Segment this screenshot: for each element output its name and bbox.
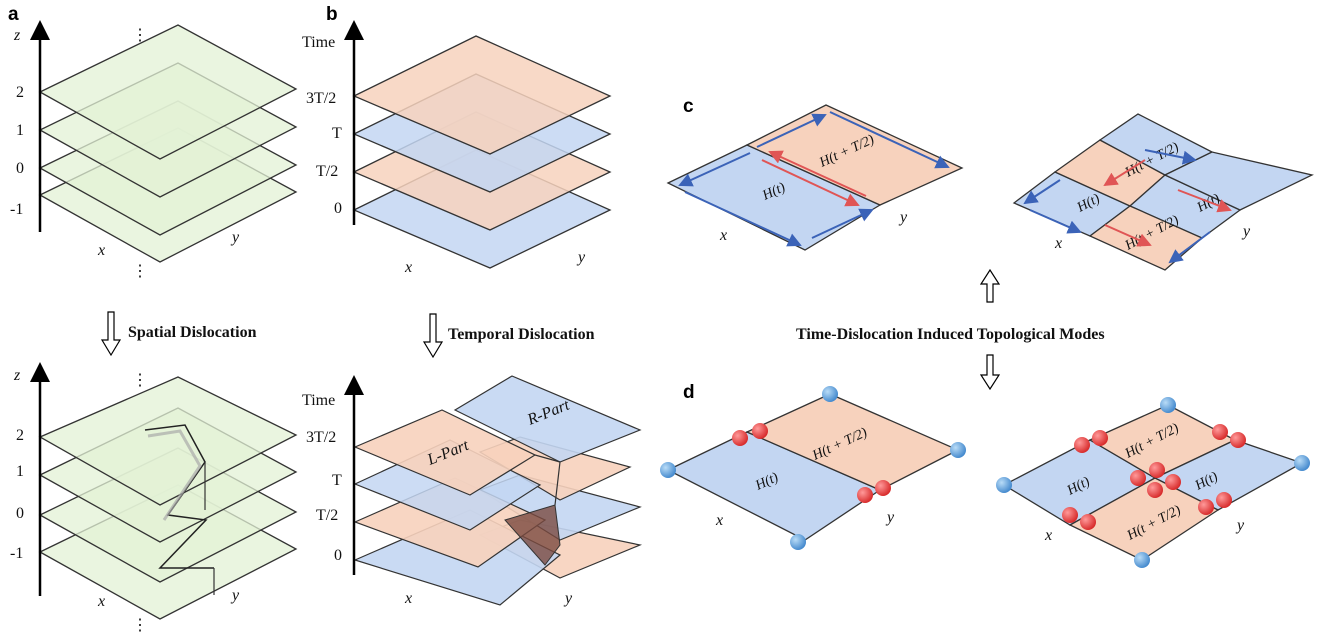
edge-mode-red bbox=[1212, 424, 1228, 440]
temporal-dislocation-arrow: Temporal Dislocation bbox=[422, 313, 595, 359]
level-1-bottom: 1 bbox=[16, 463, 24, 480]
z-axis-label: z bbox=[13, 27, 21, 44]
level-minus-1: -1 bbox=[10, 201, 23, 218]
x-axis-label-bottom: x bbox=[97, 593, 105, 610]
time-T-bottom: T bbox=[332, 472, 342, 489]
panel-c-left: H(t) H(t + T/2) x y bbox=[666, 104, 964, 251]
ellipsis-bottom: ⋮ bbox=[132, 263, 148, 280]
y-label-c-left: y bbox=[898, 209, 908, 226]
edge-mode-red bbox=[732, 430, 748, 446]
y-label-c-right: y bbox=[1241, 223, 1251, 240]
panel-label-d: d bbox=[683, 382, 695, 403]
edge-mode-red bbox=[1074, 437, 1090, 453]
time-axis-label-bottom: Time bbox=[302, 392, 335, 409]
time-T: T bbox=[332, 125, 342, 142]
level-1: 1 bbox=[16, 122, 24, 139]
y-axis-label-b: y bbox=[576, 249, 586, 266]
edge-mode-red bbox=[1092, 430, 1108, 446]
corner-mode-blue bbox=[950, 442, 966, 458]
edge-mode-red bbox=[1198, 499, 1214, 515]
time-0: 0 bbox=[334, 200, 342, 217]
ellipsis-top: ⋮ bbox=[132, 27, 148, 44]
level-minus-1-bottom: -1 bbox=[10, 545, 23, 562]
corner-mode-blue bbox=[660, 462, 676, 478]
x-label-d-left: x bbox=[715, 512, 723, 529]
edge-mode-red bbox=[1062, 507, 1078, 523]
edge-mode-red bbox=[1080, 514, 1096, 530]
x-label-c-left: x bbox=[719, 227, 727, 244]
panel-label-b: b bbox=[326, 4, 338, 25]
y-label-d-right: y bbox=[1235, 517, 1245, 534]
level-2-bottom: 2 bbox=[16, 427, 24, 444]
level-0-bottom: 0 bbox=[16, 505, 24, 522]
y-axis-label-bottom: y bbox=[230, 587, 240, 604]
center-label: Time-Dislocation Induced Topological Mod… bbox=[796, 326, 1105, 343]
time-3T2-bottom: 3T/2 bbox=[306, 429, 336, 446]
time-T2-bottom: T/2 bbox=[316, 507, 338, 524]
corner-mode-blue bbox=[996, 477, 1012, 493]
edge-mode-red bbox=[752, 423, 768, 439]
ellipsis-top-bottom: ⋮ bbox=[132, 372, 148, 389]
y-axis-label-b-bottom: y bbox=[563, 590, 573, 607]
x-axis-label-b: x bbox=[404, 259, 412, 276]
time-axis-label: Time bbox=[302, 34, 335, 51]
level-0: 0 bbox=[16, 160, 24, 177]
corner-mode-blue bbox=[1160, 397, 1176, 413]
y-axis-label: y bbox=[230, 229, 240, 246]
panel-b-top: Time 3T/2 T T/2 0 x y bbox=[302, 20, 612, 276]
x-axis-label: x bbox=[97, 242, 105, 259]
center-label-group: Time-Dislocation Induced Topological Mod… bbox=[796, 268, 1105, 391]
panel-label-c: c bbox=[683, 96, 694, 117]
panel-d-left: H(t) H(t + T/2) x y bbox=[660, 386, 966, 550]
edge-mode-red bbox=[1130, 470, 1146, 486]
edge-mode-red bbox=[1230, 432, 1246, 448]
time-3T2: 3T/2 bbox=[306, 90, 336, 107]
edge-mode-red bbox=[1147, 482, 1163, 498]
x-label-d-right: x bbox=[1044, 527, 1052, 544]
panel-a-top: z 2 1 0 -1 x y ⋮ ⋮ bbox=[10, 20, 298, 280]
edge-mode-red bbox=[857, 487, 873, 503]
ellipsis-bottom-bottom: ⋮ bbox=[132, 617, 148, 634]
edge-mode-red bbox=[875, 480, 891, 496]
panel-label-a: a bbox=[8, 4, 19, 25]
edge-mode-red bbox=[1216, 492, 1232, 508]
x-axis-label-b-bottom: x bbox=[404, 590, 412, 607]
corner-mode-blue bbox=[1134, 552, 1150, 568]
corner-mode-blue bbox=[1294, 455, 1310, 471]
edge-mode-red bbox=[1165, 474, 1181, 490]
panel-a-bottom: z 2 1 0 -1 x y ⋮ ⋮ bbox=[10, 362, 298, 634]
spatial-dislocation-arrow: Spatial Dislocation bbox=[100, 311, 257, 357]
y-label-d-left: y bbox=[885, 509, 895, 526]
corner-mode-blue bbox=[790, 534, 806, 550]
time-0-bottom: 0 bbox=[334, 547, 342, 564]
panel-c-right: H(t) H(t + T/2) H(t) H(t + T/2) x y bbox=[1012, 113, 1314, 271]
temporal-dislocation-label: Temporal Dislocation bbox=[448, 326, 595, 343]
panel-d-right: H(t) H(t + T/2) H(t) H(t + T/2) x y bbox=[996, 397, 1310, 568]
time-T2: T/2 bbox=[316, 163, 338, 180]
panel-b-bottom: Time 3T/2 T T/2 0 L-Part R-Part x y bbox=[302, 375, 643, 607]
level-2: 2 bbox=[16, 84, 24, 101]
corner-mode-blue bbox=[822, 386, 838, 402]
edge-mode-red bbox=[1149, 462, 1165, 478]
x-label-c-right: x bbox=[1054, 235, 1062, 252]
spatial-dislocation-label: Spatial Dislocation bbox=[128, 324, 257, 341]
z-axis-label-bottom: z bbox=[13, 367, 21, 384]
